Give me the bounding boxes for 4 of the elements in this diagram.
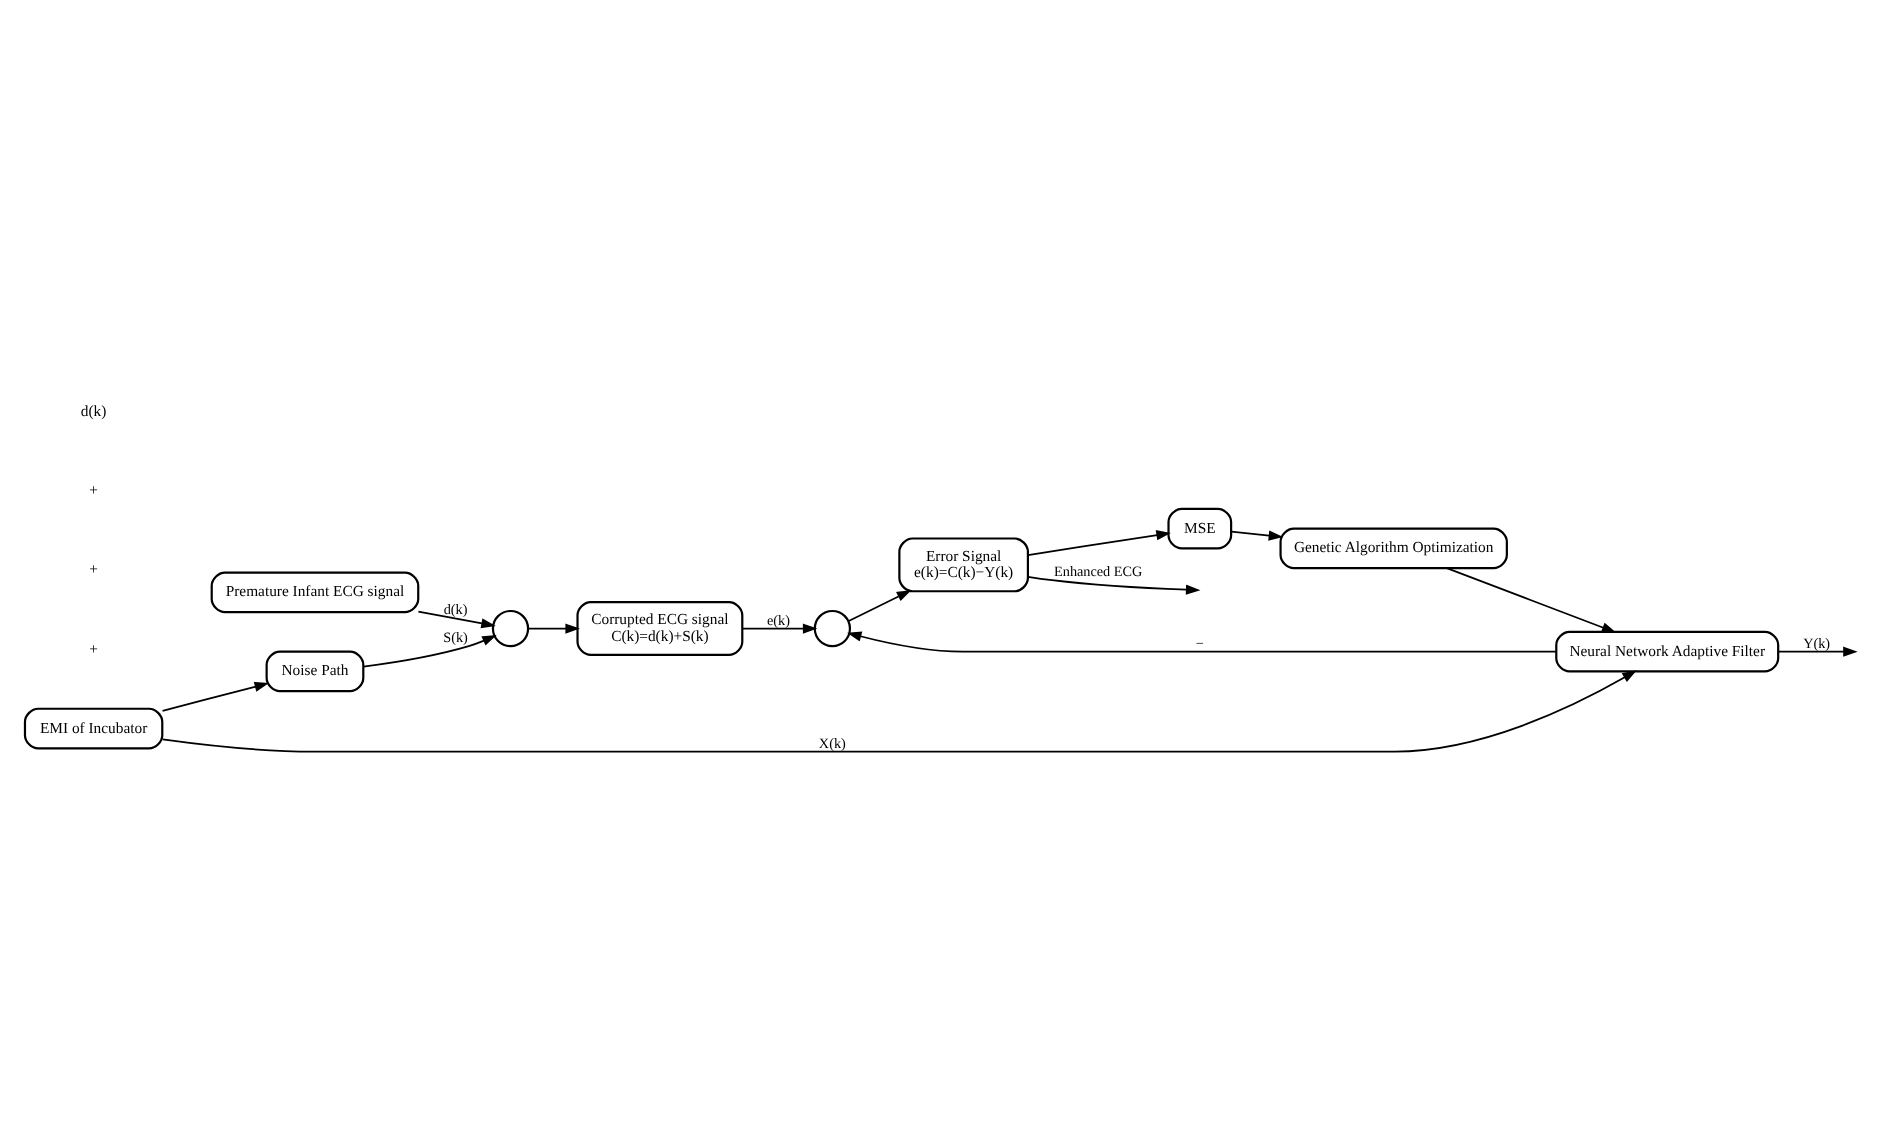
label: + (89, 560, 98, 579)
label: + (89, 639, 98, 658)
label: d(k) (80, 402, 107, 421)
label: + (89, 481, 98, 500)
